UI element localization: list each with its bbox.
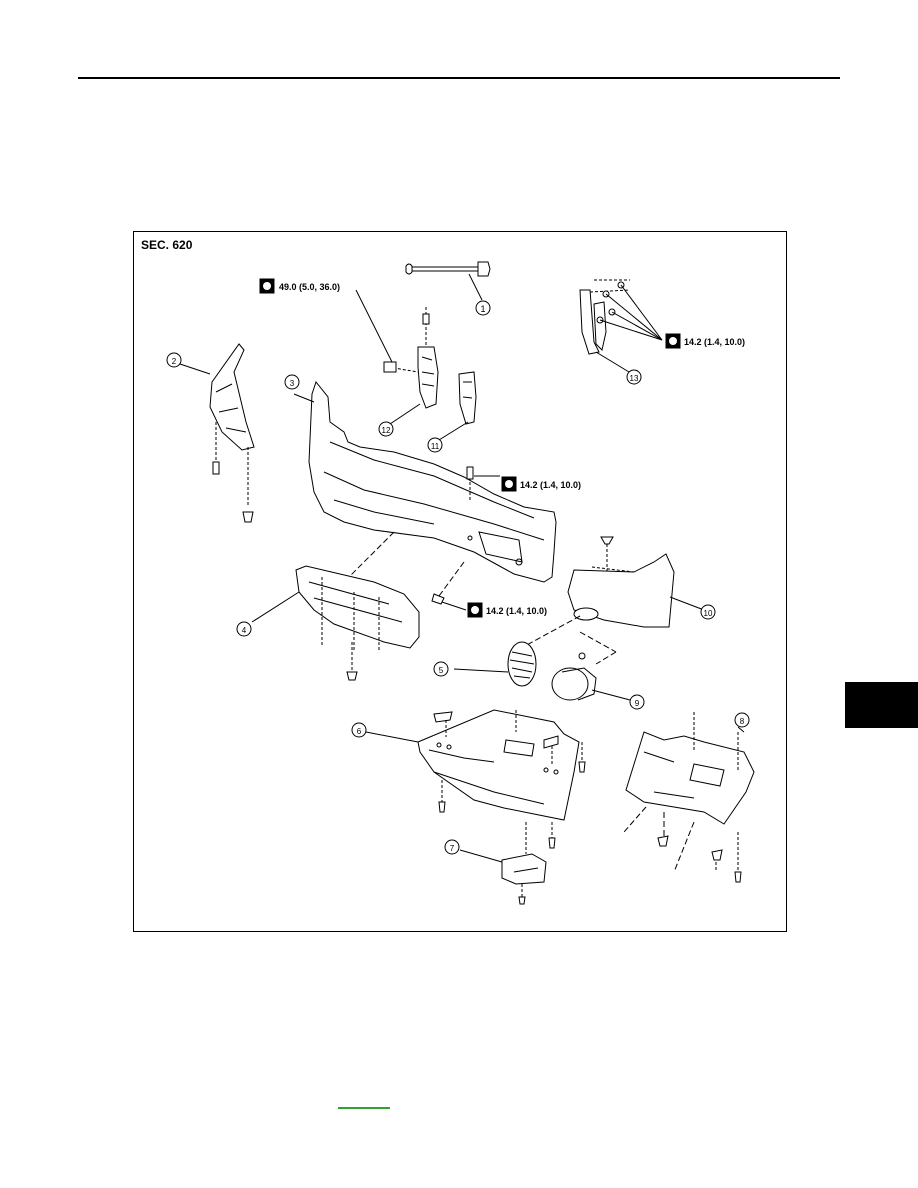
part-8-skid-plate — [623, 712, 755, 883]
part-9-fog-lamp — [551, 631, 631, 701]
svg-text:1: 1 — [480, 304, 485, 314]
part-2-side-bracket — [179, 343, 255, 523]
callout-5: 5 — [433, 661, 449, 677]
callout-11: 11 — [427, 437, 443, 453]
part-12-bracket — [383, 307, 439, 425]
svg-text:14.2 (1.4, 10.0): 14.2 (1.4, 10.0) — [486, 606, 547, 616]
part-3-bumper-fascia — [293, 380, 557, 583]
callout-13: 13 — [626, 369, 642, 385]
svg-text:49.0 (5.0, 36.0): 49.0 (5.0, 36.0) — [279, 282, 340, 292]
header-rule — [78, 77, 840, 79]
callout-3: 3 — [284, 374, 300, 390]
part-11-bracket — [438, 371, 477, 441]
svg-text:4: 4 — [242, 626, 247, 635]
torque-label-49: 49.0 (5.0, 36.0) — [259, 278, 393, 363]
svg-text:11: 11 — [431, 442, 440, 451]
part-10-bumper-corner — [567, 536, 705, 628]
part-6-undercover — [365, 709, 586, 854]
svg-text:14.2 (1.4, 10.0): 14.2 (1.4, 10.0) — [520, 480, 581, 490]
torque-label-14-a: 14.2 (1.4, 10.0) — [665, 333, 745, 349]
svg-text:6: 6 — [357, 727, 362, 736]
torque-label-14-b: 14.2 (1.4, 10.0) — [466, 466, 581, 502]
exploded-diagram: SEC. 620 1 49.0 (5.0, 36.0) — [133, 231, 787, 932]
callout-1: 1 — [475, 300, 491, 316]
footer-link-underline[interactable] — [338, 1107, 390, 1109]
part-4-lower-grille — [251, 531, 420, 681]
svg-text:5: 5 — [439, 666, 444, 675]
section-label: SEC. 620 — [141, 238, 193, 252]
svg-text:10: 10 — [704, 609, 713, 618]
svg-text:3: 3 — [290, 379, 295, 388]
diagram-drawing: 1 49.0 (5.0, 36.0) 12 — [166, 261, 755, 905]
callout-2: 2 — [166, 352, 182, 368]
callout-10: 10 — [700, 604, 716, 620]
svg-text:13: 13 — [630, 374, 639, 383]
svg-text:14.2 (1.4, 10.0): 14.2 (1.4, 10.0) — [684, 337, 745, 347]
callout-7: 7 — [444, 839, 460, 855]
svg-text:9: 9 — [635, 699, 640, 708]
callout-6: 6 — [351, 722, 367, 738]
svg-text:12: 12 — [382, 426, 391, 435]
callout-9: 9 — [629, 694, 645, 710]
callout-4: 4 — [236, 621, 252, 637]
svg-text:2: 2 — [172, 357, 177, 366]
callout-8: 8 — [734, 712, 750, 728]
part-1-rod — [405, 261, 491, 301]
part-7-cover — [459, 849, 547, 905]
part-5-fog-bezel — [453, 615, 581, 687]
callout-12: 12 — [378, 421, 394, 437]
svg-text:7: 7 — [450, 844, 455, 853]
section-tab-marker — [845, 682, 918, 728]
part-13-bracket — [579, 279, 663, 373]
torque-label-14-c: 14.2 (1.4, 10.0) — [431, 561, 547, 618]
svg-text:8: 8 — [740, 717, 745, 726]
